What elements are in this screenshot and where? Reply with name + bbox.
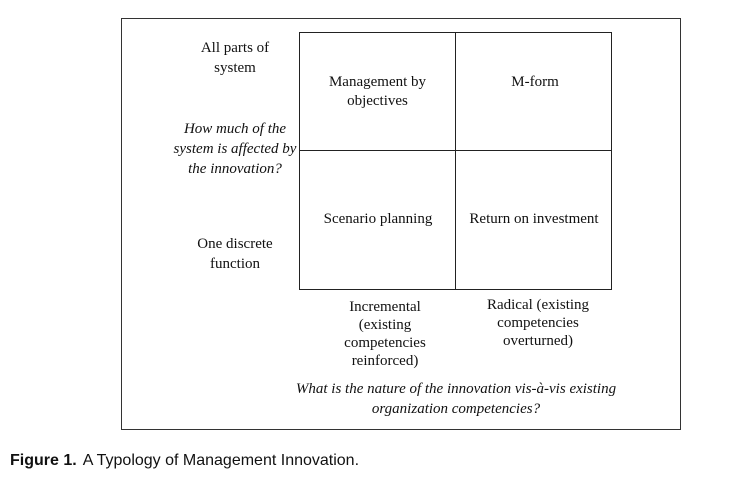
quadrant-bottom-left: Scenario planning [323, 211, 433, 227]
y-axis-bottom-label: One discrete function [197, 236, 273, 272]
y-axis-question: How much of the system is affected by th… [173, 121, 297, 177]
quadrant-top-left: Management by objectives [328, 74, 427, 109]
figure-frame [121, 18, 681, 430]
matrix-horizontal-divider [300, 150, 611, 151]
x-axis-right-label: Radical (existing competencies overturne… [486, 297, 590, 349]
x-axis-left-label: Incremental (existing competencies reinf… [344, 299, 426, 369]
x-axis-question: What is the nature of the innovation vis… [295, 381, 617, 417]
figure-caption-text: A Typology of Management Innovation. [82, 452, 360, 469]
quadrant-bottom-right: Return on investment [469, 211, 599, 227]
matrix-vertical-divider [455, 33, 456, 289]
typology-matrix: Management by objectives M-form Scenario… [299, 32, 612, 290]
figure-number: Figure 1. [10, 452, 77, 469]
quadrant-top-right: M-form [511, 74, 559, 90]
y-axis-top-label: All parts of system [200, 40, 270, 76]
figure-caption: Figure 1. A Typology of Management Innova… [10, 452, 359, 470]
